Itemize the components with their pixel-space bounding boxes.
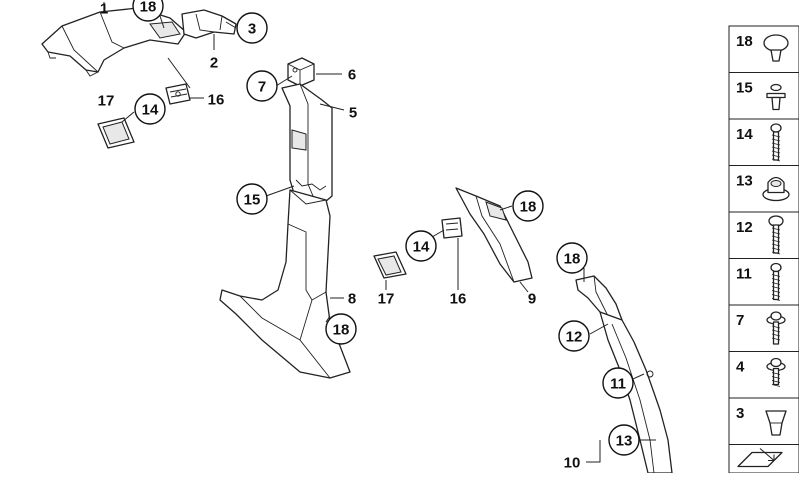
callout-15: 15	[236, 183, 268, 215]
callout-text: 18	[140, 0, 157, 16]
callout-18: 18	[325, 313, 357, 345]
tapping-screw-icon	[770, 262, 782, 301]
legend-row-13: 13	[729, 165, 799, 202]
legend-row-11: 11	[729, 258, 799, 301]
callout-17: 17	[378, 291, 395, 308]
callout-text: 13	[616, 433, 633, 450]
callout-1: 1	[100, 1, 108, 18]
callout-2: 2	[210, 55, 218, 72]
callout-text: 17	[98, 93, 115, 110]
callout-7: 7	[246, 70, 278, 102]
part-17-badge-upper	[97, 117, 135, 149]
callout-14: 14	[405, 230, 437, 262]
callout-text: 9	[528, 291, 536, 308]
legend-number: 7	[736, 312, 744, 329]
legend-row-14: 14	[729, 118, 799, 162]
legend-number: 14	[736, 126, 753, 143]
callout-text: 11	[610, 376, 626, 393]
callout-18: 18	[132, 0, 164, 22]
legend-number: 18	[736, 33, 753, 50]
callout-text: 16	[450, 291, 467, 308]
callout-6: 6	[348, 67, 356, 84]
callout-5: 5	[349, 105, 357, 122]
grommet-plug-icon	[762, 176, 790, 202]
callout-text: 15	[244, 192, 261, 209]
legend-row-3: 3	[729, 397, 799, 436]
fastener-legend: 18 15 14 13 12 11 7 4 3	[728, 25, 799, 474]
leader-lines	[103, 2, 656, 463]
callout-8: 8	[348, 291, 356, 308]
callout-text: 10	[564, 455, 581, 472]
callout-10: 10	[564, 455, 581, 472]
callout-9: 9	[528, 291, 536, 308]
callout-text: 7	[258, 79, 266, 96]
part-16-clip-mid	[441, 217, 463, 239]
legend-row-18: 18	[736, 33, 789, 62]
part-6-bracket	[287, 57, 315, 87]
callout-11: 11	[602, 367, 634, 399]
push-rivet-round-head-icon	[763, 34, 789, 62]
callout-text: 18	[333, 322, 350, 339]
legend-row-4: 4	[729, 351, 799, 387]
callout-text: 12	[566, 329, 583, 346]
callout-18: 18	[512, 190, 544, 222]
expanding-rivet-icon	[766, 83, 786, 111]
callout-13: 13	[608, 424, 640, 456]
part-16-clip-upper	[165, 83, 191, 105]
part-8-b-pillar-lower	[219, 189, 351, 379]
callout-text: 2	[210, 55, 218, 72]
legend-number: 12	[736, 219, 753, 236]
callout-text: 14	[413, 239, 430, 256]
part-17-badge-mid	[373, 251, 407, 279]
clip-nut-icon	[765, 410, 787, 436]
long-screw-icon	[770, 123, 782, 162]
legend-number: 15	[736, 80, 753, 97]
callout-12: 12	[558, 320, 590, 352]
callout-text: 18	[564, 251, 581, 268]
callout-16: 16	[208, 92, 225, 109]
legend-row-7: 7	[729, 304, 799, 345]
legend-number: 11	[736, 266, 752, 283]
callout-text: 16	[208, 92, 225, 109]
callout-16: 16	[450, 291, 467, 308]
callout-text: 1	[100, 1, 108, 18]
washer-head-screw-icon	[766, 311, 786, 345]
part-2-trim-piece	[181, 9, 237, 39]
callout-text: 17	[378, 291, 395, 308]
callout-text: 3	[248, 21, 256, 38]
part-9-c-pillar-trim	[455, 187, 533, 283]
legend-number: 4	[736, 359, 745, 376]
bookmark-arrow-icon	[729, 444, 799, 468]
callout-text: 6	[348, 67, 356, 84]
legend-number: 13	[736, 173, 753, 190]
callout-text: 14	[142, 102, 159, 119]
legend-row-15: 15	[729, 72, 799, 111]
callout-text: 5	[349, 105, 357, 122]
fillister-screw-icon	[768, 215, 784, 255]
part-5-b-pillar-upper	[281, 83, 333, 209]
legend-row-12: 12	[729, 211, 799, 255]
callout-17: 17	[98, 93, 115, 110]
short-washer-screw-icon	[766, 357, 786, 387]
callout-labels: 1 18 3 2 7 6 5 17 14 16 15 8 18 14 17 16 18 9 18 12 11 13 10	[98, 0, 640, 472]
callout-18: 18	[556, 242, 588, 274]
part-1-a-pillar-trim	[41, 7, 187, 77]
callout-3: 3	[236, 12, 268, 44]
callout-14: 14	[134, 93, 166, 125]
callout-text: 8	[348, 291, 356, 308]
callout-text: 18	[520, 199, 537, 216]
legend-number: 3	[736, 405, 744, 422]
